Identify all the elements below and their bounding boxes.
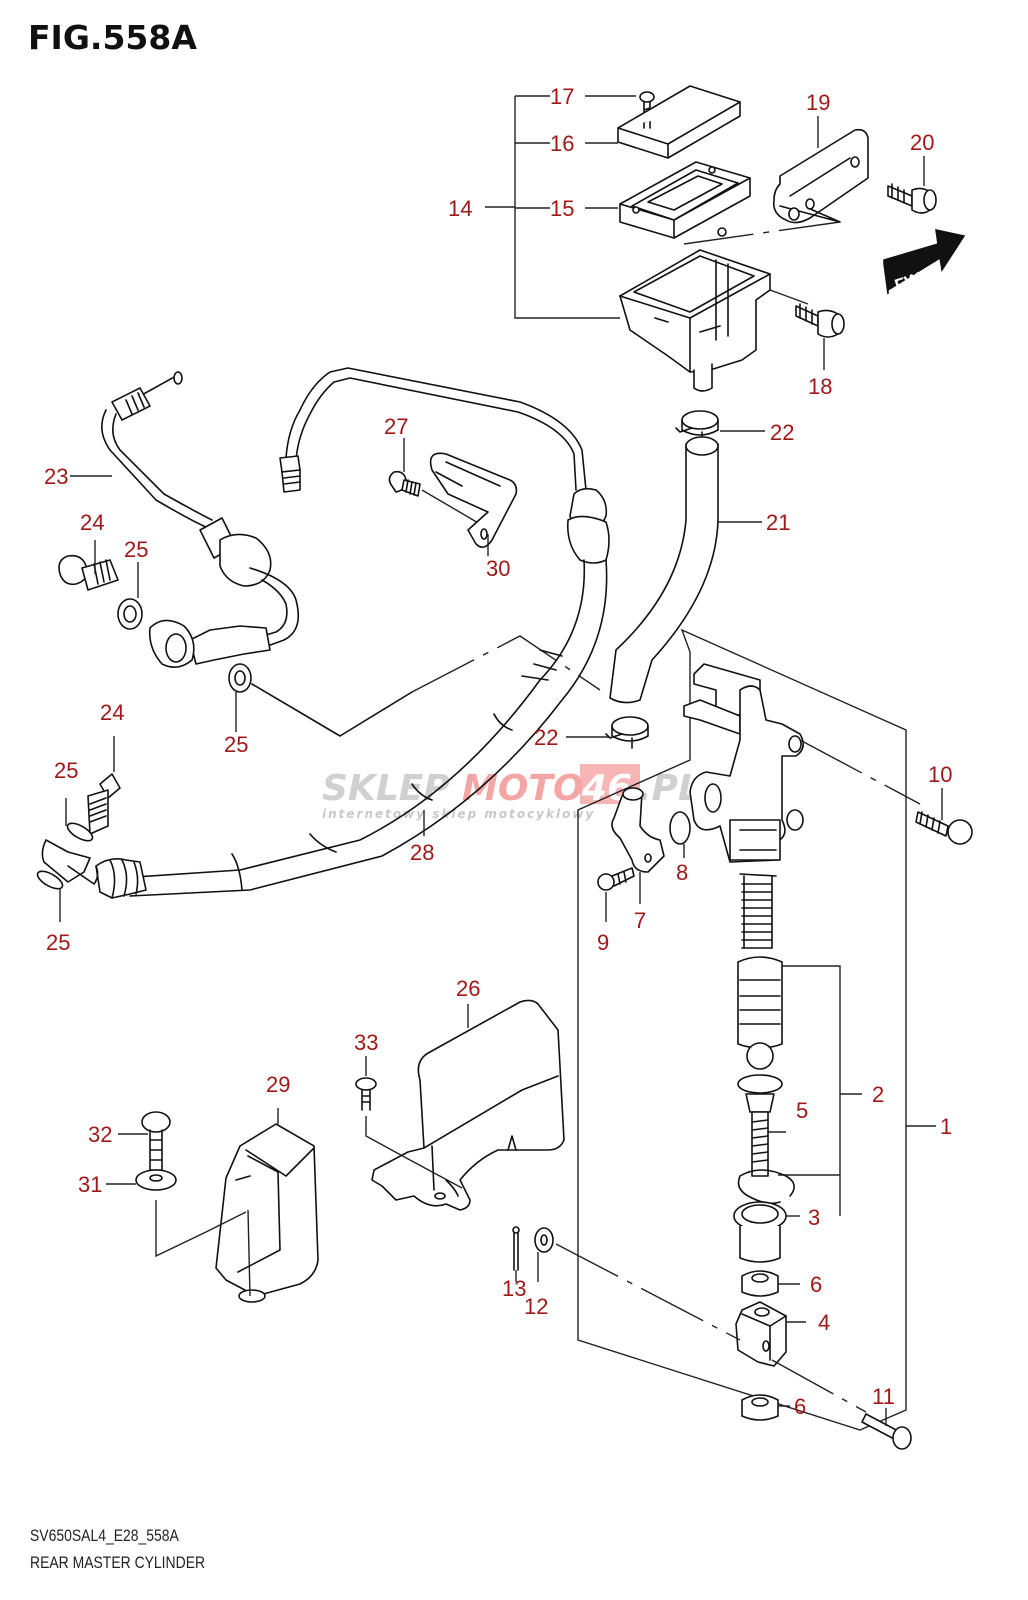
crush-washer-lower-1 <box>65 798 94 842</box>
cotter-pin <box>512 1226 520 1282</box>
hose-clamp-upper <box>675 410 719 443</box>
reservoir-diaphragm <box>619 161 751 239</box>
crush-washer-middle <box>228 635 601 737</box>
banjo-bolt-upper <box>58 540 119 591</box>
callout-29[interactable]: 29 <box>266 1072 290 1097</box>
reservoir-group <box>485 85 841 392</box>
heel-guard-26 <box>371 999 565 1211</box>
callout-31[interactable]: 31 <box>78 1172 102 1197</box>
callout-14[interactable]: 14 <box>448 196 472 221</box>
piston <box>737 956 862 1216</box>
banjo-bolt-lower <box>87 736 121 835</box>
callout-16[interactable]: 16 <box>550 131 574 156</box>
callout-11[interactable]: 11 <box>872 1384 895 1409</box>
washer-12 <box>534 1227 741 1341</box>
callout-22a[interactable]: 22 <box>770 420 794 445</box>
lock-nut-upper <box>741 1270 800 1297</box>
callout-2[interactable]: 2 <box>872 1082 884 1107</box>
crush-washer-lower-2 <box>36 870 64 922</box>
bolt-10 <box>915 788 973 845</box>
crush-washer-upper <box>117 562 143 630</box>
callout-25c[interactable]: 25 <box>54 758 78 783</box>
callout-27[interactable]: 27 <box>384 414 408 439</box>
watermark-brand-1: SKLEP <box>322 768 450 809</box>
watermark-tagline: internetowy sklep motocyklowy <box>322 807 595 821</box>
callout-20[interactable]: 20 <box>910 130 934 155</box>
callout-18[interactable]: 18 <box>808 374 832 399</box>
callout-25a[interactable]: 25 <box>124 537 148 562</box>
callout-6b[interactable]: 6 <box>794 1394 806 1419</box>
screw-33 <box>355 1056 463 1189</box>
callout-22b[interactable]: 22 <box>534 725 558 750</box>
callout-5[interactable]: 5 <box>796 1098 808 1123</box>
reservoir-hose <box>609 436 719 704</box>
callout-23[interactable]: 23 <box>44 464 68 489</box>
return-spring <box>739 873 777 949</box>
callout-21[interactable]: 21 <box>766 510 790 535</box>
hose-clamp-30 <box>429 452 518 556</box>
o-ring <box>669 811 691 858</box>
lock-nut-lower <box>741 1394 790 1421</box>
watermark-brand-2: MOTO <box>462 768 584 809</box>
clevis-pin <box>771 1359 912 1450</box>
callout-26[interactable]: 26 <box>456 976 480 1001</box>
callout-17[interactable]: 17 <box>550 84 574 109</box>
callout-9[interactable]: 9 <box>597 930 609 955</box>
master-cylinder-frame <box>577 628 936 1431</box>
watermark: SKLEP MOTO 46 .PL internetowy sklep moto… <box>322 764 701 821</box>
bolt-18 <box>769 289 845 370</box>
callout-6a[interactable]: 6 <box>810 1272 822 1297</box>
mounting-bracket <box>772 116 869 224</box>
callout-labels: 1 2 3 4 5 6 6 7 8 9 10 11 12 13 14 15 16… <box>44 84 952 1419</box>
callout-24b[interactable]: 24 <box>100 700 124 725</box>
callout-13[interactable]: 13 <box>502 1276 526 1301</box>
washer-31 <box>106 1169 251 1297</box>
callout-1[interactable]: 1 <box>940 1114 952 1139</box>
callout-30[interactable]: 30 <box>486 556 510 581</box>
callout-33[interactable]: 33 <box>354 1030 378 1055</box>
reservoir-cap <box>617 85 741 159</box>
callout-28[interactable]: 28 <box>410 840 434 865</box>
callout-8[interactable]: 8 <box>676 860 688 885</box>
push-rod <box>737 1042 786 1177</box>
outlet-fitting <box>611 787 665 904</box>
bolt-27 <box>388 438 481 525</box>
callout-7[interactable]: 7 <box>634 908 646 933</box>
bolt-20 <box>887 156 937 214</box>
callout-4[interactable]: 4 <box>818 1310 830 1335</box>
hose-clamp-lower <box>605 716 649 749</box>
callout-10[interactable]: 10 <box>928 762 952 787</box>
boot <box>733 1201 800 1263</box>
callout-15[interactable]: 15 <box>550 196 574 221</box>
callout-25d[interactable]: 25 <box>46 930 70 955</box>
callout-25b[interactable]: 25 <box>224 732 248 757</box>
callout-3[interactable]: 3 <box>808 1205 820 1230</box>
brake-hose-23 <box>101 371 300 668</box>
brake-hose-28 <box>41 367 610 899</box>
figure-caption: REAR MASTER CYLINDER <box>30 1553 206 1572</box>
figure-code: SV650SAL4_E28_558A <box>30 1526 179 1545</box>
callout-32[interactable]: 32 <box>88 1122 112 1147</box>
forward-arrow-icon: FWD <box>883 229 966 295</box>
callout-24a[interactable]: 24 <box>80 510 104 535</box>
screw-32 <box>118 1111 171 1181</box>
master-cylinder-body <box>683 663 921 863</box>
callout-12[interactable]: 12 <box>524 1294 548 1319</box>
reservoir-body <box>619 227 771 392</box>
callout-19[interactable]: 19 <box>806 90 830 115</box>
clevis <box>735 1301 806 1367</box>
screw-9 <box>597 867 635 922</box>
figure-title: FIG.558A <box>28 18 197 57</box>
heel-guard-29 <box>215 1108 319 1303</box>
